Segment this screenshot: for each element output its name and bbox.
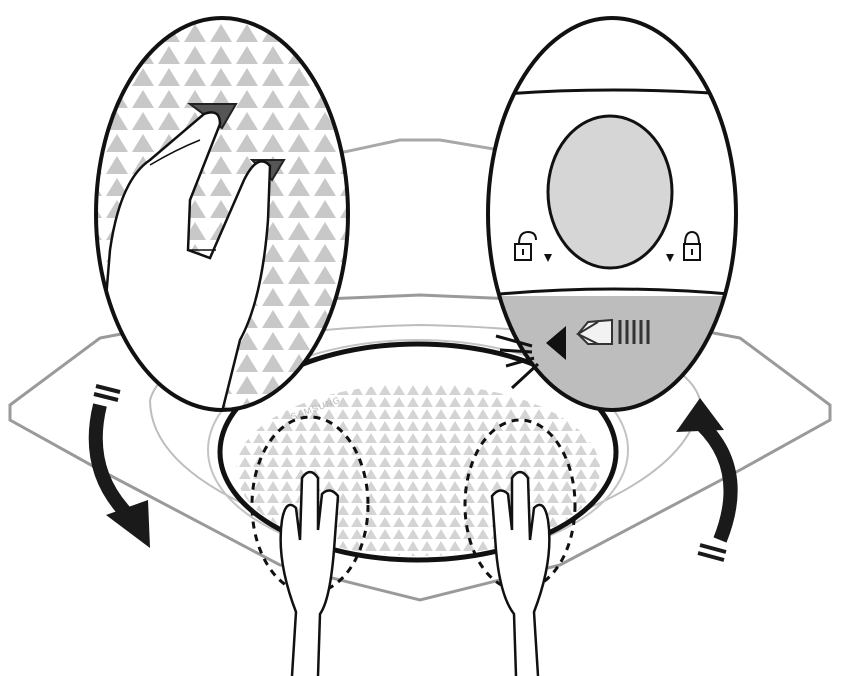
left-detail-callout (94, 16, 350, 412)
unlock-icon (514, 230, 552, 262)
right-hand-icon (490, 470, 551, 676)
lock-icon (666, 230, 701, 262)
callout-pointer (495, 334, 540, 390)
rotate-clockwise-arrow-icon (676, 398, 738, 562)
rotate-counterclockwise-arrow-icon (88, 384, 150, 548)
finger-press-tab-icon (96, 103, 286, 410)
lock-direction-arrow-icon (546, 318, 650, 360)
left-grip-zone (250, 415, 370, 676)
sensor-window (546, 114, 674, 270)
right-grip-zone (463, 418, 577, 676)
left-hand-icon (279, 470, 340, 676)
